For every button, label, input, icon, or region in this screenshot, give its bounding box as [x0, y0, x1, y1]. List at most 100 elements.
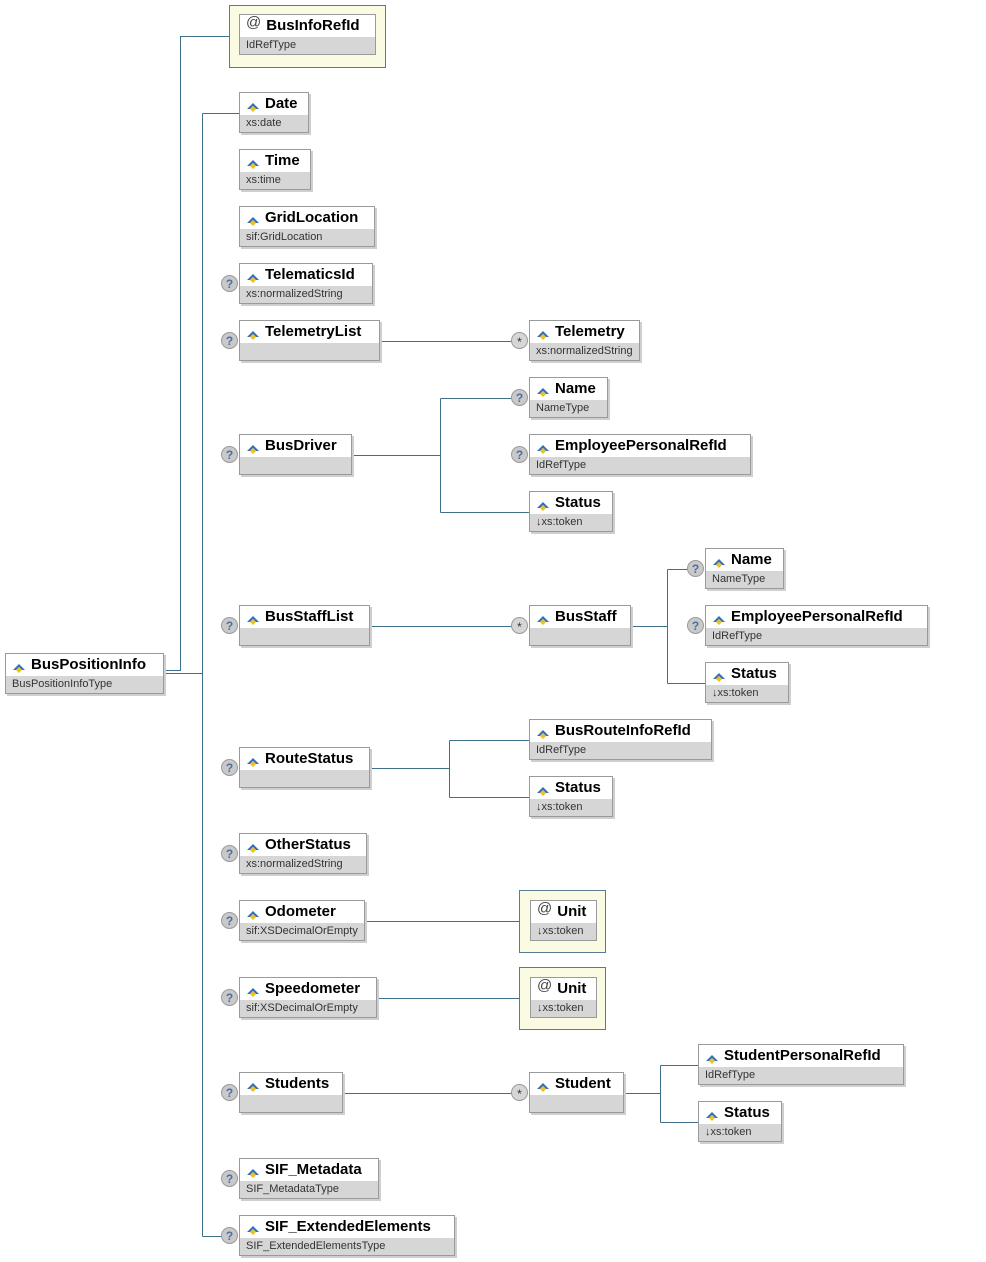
element-name: TelemetryList [265, 323, 362, 340]
optional-badge: ? [221, 989, 238, 1006]
element-type: SIF_MetadataType [240, 1181, 378, 1198]
element-type [240, 343, 379, 360]
element-name: SIF_ExtendedElements [265, 1218, 431, 1235]
element-name: BusStaff [555, 608, 617, 625]
element-type: xs:date [240, 115, 308, 132]
element-name: Time [265, 152, 300, 169]
element-diamond-icon [536, 724, 550, 739]
optional-badge: ? [221, 332, 238, 349]
element-name: Status [731, 665, 777, 682]
element-diamond-icon [246, 325, 260, 340]
optional-badge: ? [687, 560, 704, 577]
element-busstaff-employeepersonalrefid[interactable]: EmployeePersonalRefId IdRefType [705, 605, 928, 646]
at-sign-icon: @ [246, 14, 262, 31]
element-diamond-icon [536, 439, 550, 454]
optional-badge: ? [221, 845, 238, 862]
element-type [240, 770, 369, 787]
element-diamond-icon [712, 553, 726, 568]
element-routestatus[interactable]: RouteStatus [239, 747, 370, 788]
element-type: ↓xs:token [699, 1124, 781, 1141]
element-diamond-icon [536, 781, 550, 796]
element-telematicsid[interactable]: TelematicsId xs:normalizedString [239, 263, 373, 304]
attribute-type: IdRefType [240, 37, 375, 54]
element-routestatus-status[interactable]: Status ↓xs:token [529, 776, 613, 817]
element-busdriver-status[interactable]: Status ↓xs:token [529, 491, 613, 532]
element-time[interactable]: Time xs:time [239, 149, 311, 190]
element-diamond-icon [536, 496, 550, 511]
element-diamond-icon [705, 1049, 719, 1064]
element-telemetry[interactable]: Telemetry xs:normalizedString [529, 320, 640, 361]
element-name: OtherStatus [265, 836, 351, 853]
element-studentpersonalrefid[interactable]: StudentPersonalRefId IdRefType [698, 1044, 904, 1085]
element-name: Name [731, 551, 772, 568]
element-diamond-icon [246, 439, 260, 454]
repeat-badge: * [511, 1084, 528, 1101]
element-name: StudentPersonalRefId [724, 1047, 881, 1064]
element-name: BusDriver [265, 437, 337, 454]
element-date[interactable]: Date xs:date [239, 92, 309, 133]
element-type [240, 628, 369, 645]
element-diamond-icon [536, 382, 550, 397]
element-type: NameType [530, 400, 607, 417]
element-diamond-icon [246, 752, 260, 767]
attribute-name: BusInfoRefId [266, 17, 360, 34]
element-busstaff[interactable]: BusStaff [529, 605, 631, 646]
attribute-group: @Unit ↓xs:token [519, 890, 606, 953]
element-busstafflist[interactable]: BusStaffList [239, 605, 370, 646]
attribute-speedometer-unit[interactable]: @Unit ↓xs:token [530, 977, 597, 1018]
element-name: RouteStatus [265, 750, 354, 767]
element-diamond-icon [536, 325, 550, 340]
optional-badge: ? [221, 1084, 238, 1101]
element-diamond-icon [246, 268, 260, 283]
element-busdriver[interactable]: BusDriver [239, 434, 352, 475]
element-name: GridLocation [265, 209, 359, 226]
element-busstaff-name[interactable]: Name NameType [705, 548, 784, 589]
element-busrouteinforefid[interactable]: BusRouteInfoRefId IdRefType [529, 719, 712, 760]
optional-badge: ? [221, 617, 238, 634]
element-name: Status [555, 494, 601, 511]
element-gridlocation[interactable]: GridLocation sif:GridLocation [239, 206, 375, 247]
element-diamond-icon [246, 211, 260, 226]
attribute-name: Unit [557, 903, 587, 920]
root-name: BusPositionInfo [31, 656, 146, 673]
attribute-group: @BusInfoRefId IdRefType [229, 5, 386, 68]
element-type: sif:XSDecimalOrEmpty [240, 1000, 376, 1017]
element-student-status[interactable]: Status ↓xs:token [698, 1101, 782, 1142]
element-diamond-icon [246, 838, 260, 853]
attribute-odometer-unit[interactable]: @Unit ↓xs:token [530, 900, 597, 941]
element-telemetrylist[interactable]: TelemetryList [239, 320, 380, 361]
element-busdriver-employeepersonalrefid[interactable]: EmployeePersonalRefId IdRefType [529, 434, 751, 475]
root-element-box[interactable]: BusPositionInfo BusPositionInfoType [5, 653, 164, 694]
element-name: Telemetry [555, 323, 625, 340]
element-student[interactable]: Student [529, 1072, 624, 1113]
element-diamond-icon [712, 610, 726, 625]
element-sif-metadata[interactable]: SIF_Metadata SIF_MetadataType [239, 1158, 379, 1199]
element-speedometer[interactable]: Speedometer sif:XSDecimalOrEmpty [239, 977, 377, 1018]
optional-badge: ? [511, 446, 528, 463]
element-name: EmployeePersonalRefId [731, 608, 903, 625]
attribute-box[interactable]: @BusInfoRefId IdRefType [239, 14, 376, 55]
element-diamond-icon [246, 1163, 260, 1178]
element-diamond-icon [705, 1106, 719, 1121]
element-busdriver-name[interactable]: Name NameType [529, 377, 608, 418]
repeat-badge: * [511, 617, 528, 634]
element-diamond-icon [246, 154, 260, 169]
element-type: sif:XSDecimalOrEmpty [240, 923, 364, 940]
element-sif-extendedelements[interactable]: SIF_ExtendedElements SIF_ExtendedElement… [239, 1215, 455, 1256]
element-diamond-icon [246, 982, 260, 997]
element-odometer[interactable]: Odometer sif:XSDecimalOrEmpty [239, 900, 365, 941]
element-type [530, 628, 630, 645]
element-students[interactable]: Students [239, 1072, 343, 1113]
element-busstaff-status[interactable]: Status ↓xs:token [705, 662, 789, 703]
attribute-name: Unit [557, 980, 587, 997]
element-type: ↓xs:token [706, 685, 788, 702]
element-type: xs:normalizedString [530, 343, 639, 360]
element-diamond-icon [246, 1077, 260, 1092]
optional-badge: ? [221, 912, 238, 929]
optional-badge: ? [221, 759, 238, 776]
element-name: Status [724, 1104, 770, 1121]
attribute-group: @Unit ↓xs:token [519, 967, 606, 1030]
element-diamond-icon [536, 1077, 550, 1092]
optional-badge: ? [221, 446, 238, 463]
element-otherstatus[interactable]: OtherStatus xs:normalizedString [239, 833, 367, 874]
